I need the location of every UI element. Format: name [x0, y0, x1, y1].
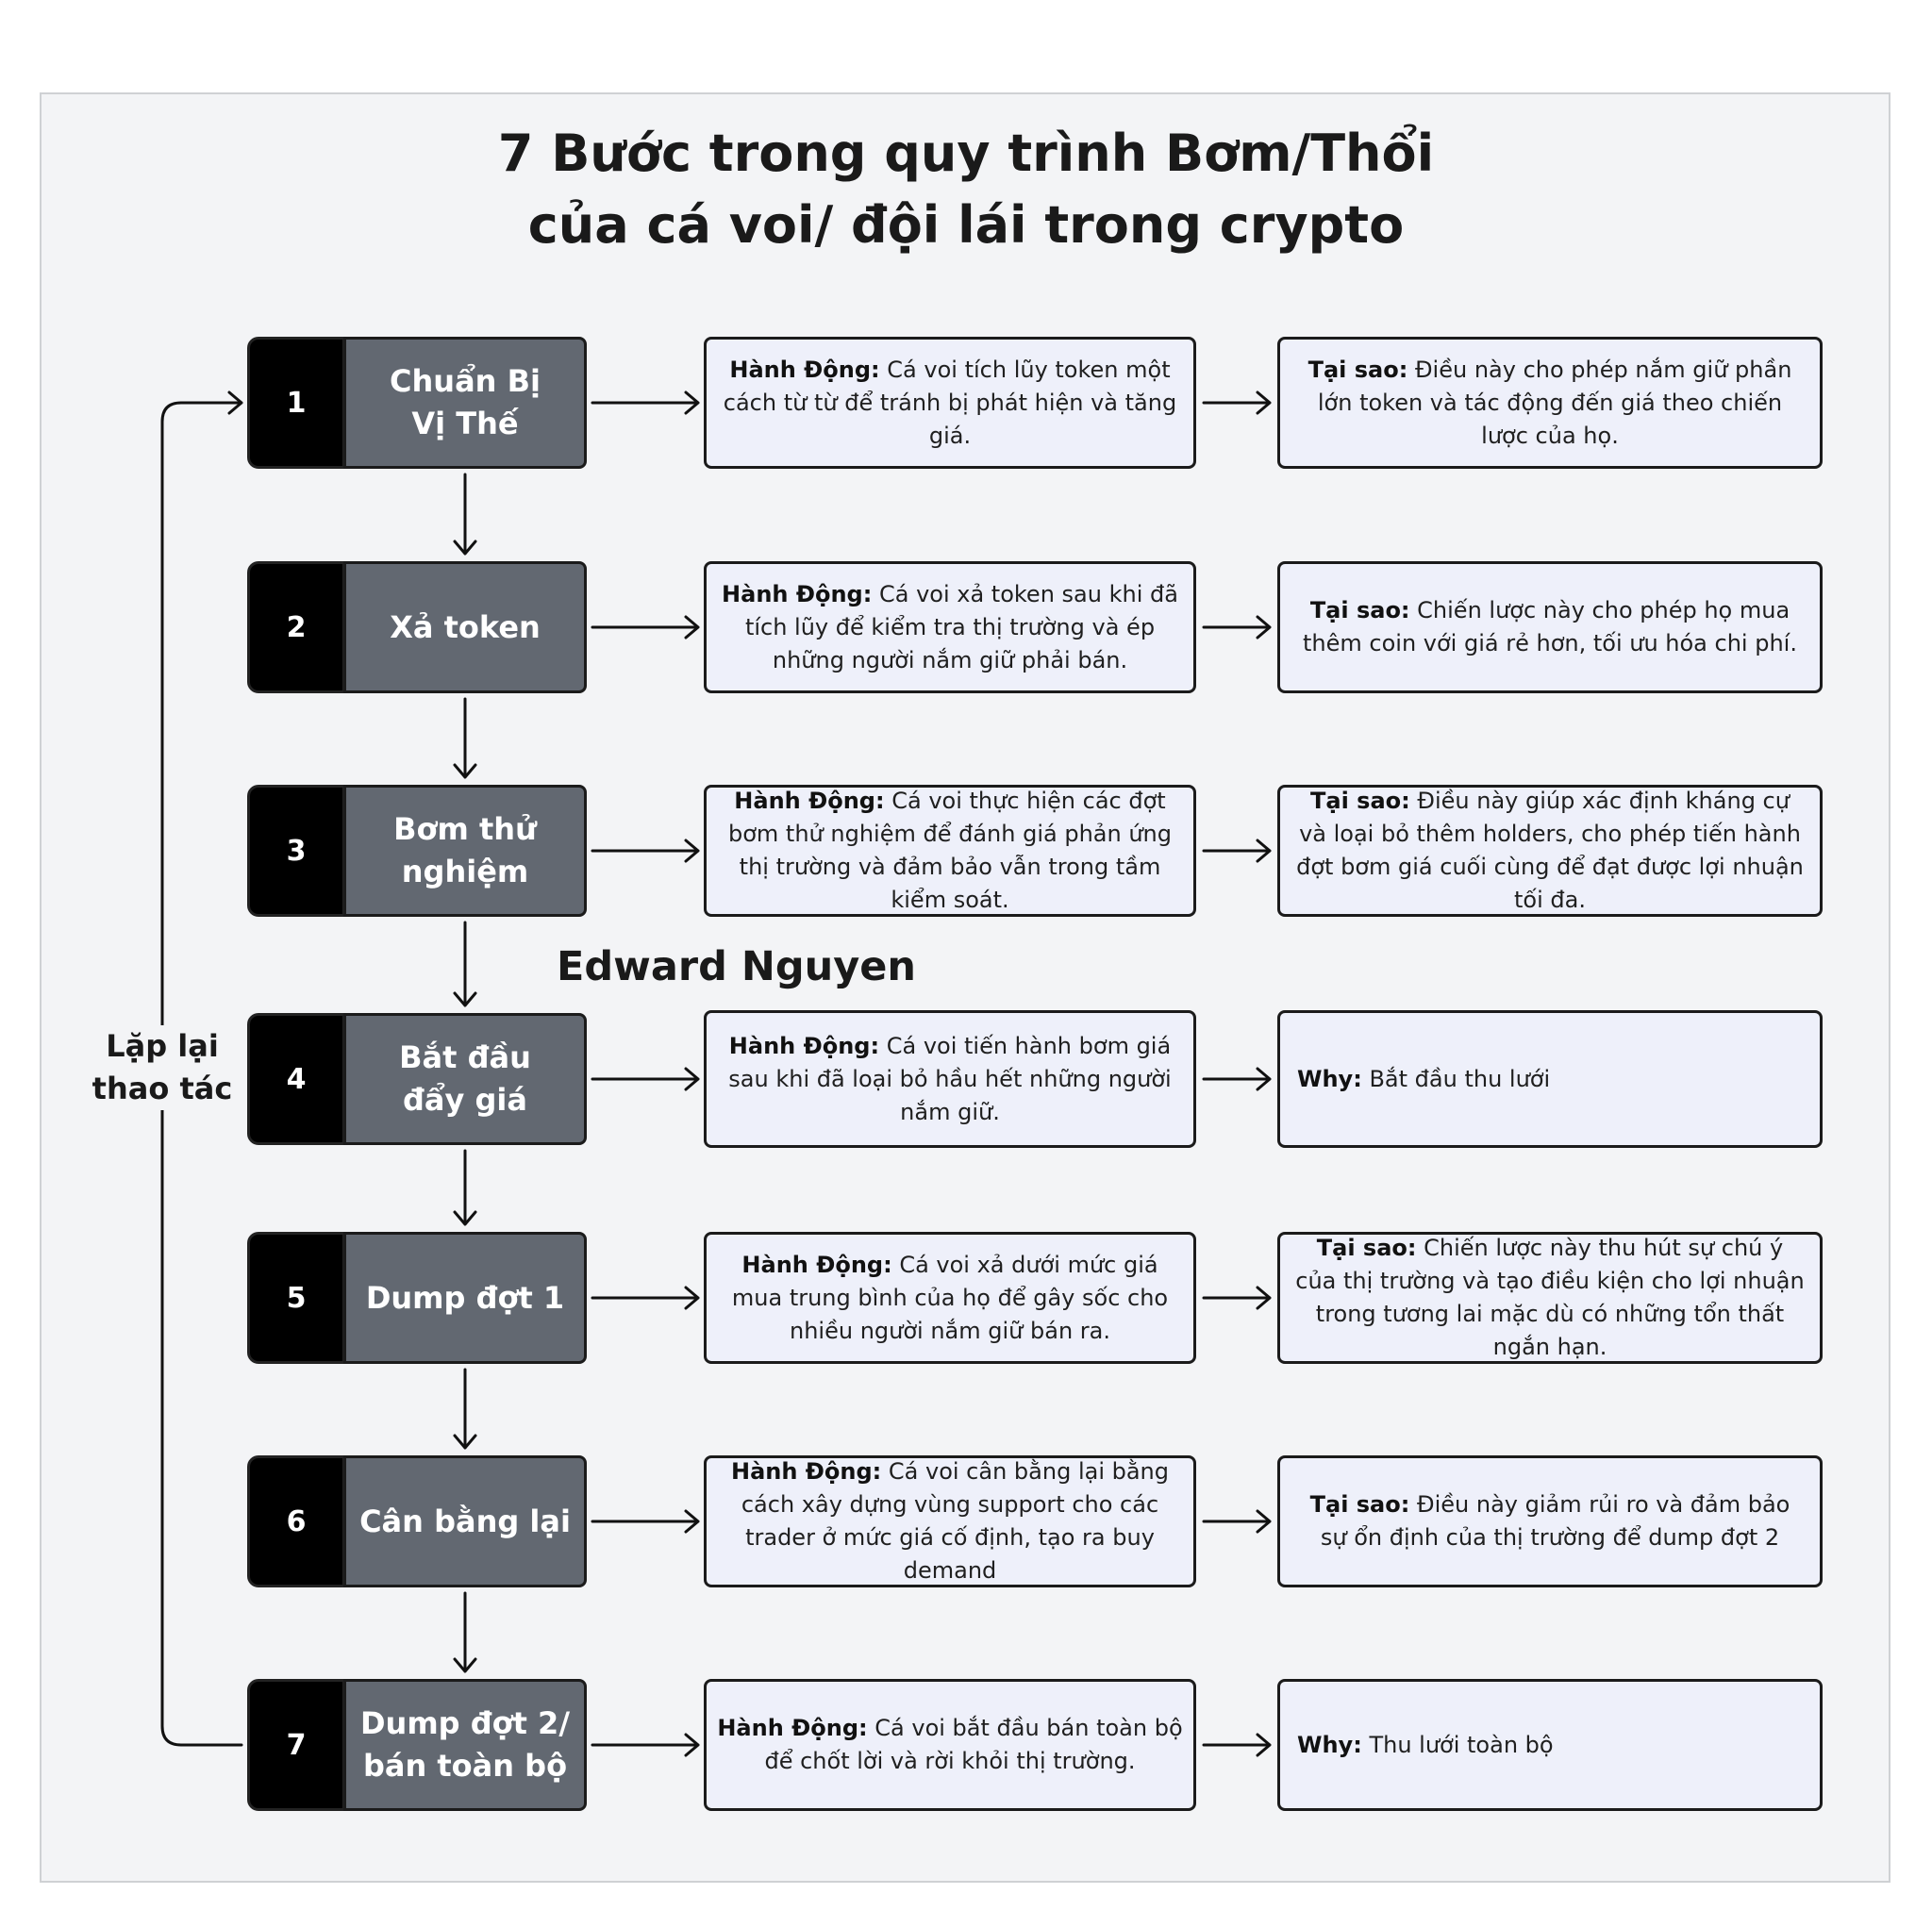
- arrow-step-3-to-action: [591, 839, 700, 863]
- action-label: Hành Động:: [741, 1251, 892, 1278]
- why-text: Điều này cho phép nắm giữ phần lớn token…: [1317, 356, 1792, 449]
- action-text: Cá voi bắt đầu bán toàn bộ để chốt lời v…: [764, 1715, 1183, 1774]
- step-6-name: Cân bằng lại: [343, 1455, 587, 1587]
- step-4-number: 4: [247, 1013, 345, 1145]
- step-7-number: 7: [247, 1679, 345, 1811]
- step-6-number: 6: [247, 1455, 345, 1587]
- why-text: Điều này giảm rủi ro và đảm bảo sự ổn đị…: [1320, 1491, 1790, 1551]
- arrow-step-5-to-action: [591, 1286, 700, 1310]
- arrow-step-2-to-step-3: [453, 697, 477, 779]
- action-label: Hành Động:: [717, 1715, 868, 1741]
- why-text: Điều này giúp xác định kháng cự và loại …: [1296, 788, 1804, 913]
- step-5-why: Tại sao: Chiến lược này thu hút sự chú ý…: [1277, 1232, 1823, 1364]
- title-line-2: của cá voi/ đội lái trong crypto: [527, 195, 1405, 255]
- step-2-why: Tại sao: Chiến lược này cho phép họ mua …: [1277, 561, 1823, 693]
- step-1-number: 1: [247, 337, 345, 469]
- why-text: Chiến lược này thu hút sự chú ý của thị …: [1295, 1235, 1805, 1360]
- step-2-name: Xả token: [343, 561, 587, 693]
- why-label: Why:: [1297, 1731, 1362, 1758]
- title-line-1: 7 Bước trong quy trình Bơm/Thổi: [497, 124, 1435, 183]
- action-text: Cá voi thực hiện các đợt bơm thử nghiệm …: [728, 788, 1172, 913]
- arrow-step-3-to-step-4: [453, 921, 477, 1007]
- why-text: Chiến lược này cho phép họ mua thêm coin…: [1303, 597, 1797, 656]
- step-7-why: Why: Thu lưới toàn bộ: [1277, 1679, 1823, 1811]
- arrow-step-7-to-why: [1202, 1733, 1272, 1757]
- action-label: Hành Động:: [734, 788, 885, 814]
- step-2-action: Hành Động: Cá voi xả token sau khi đã tí…: [704, 561, 1196, 693]
- arrow-step-5-to-why: [1202, 1286, 1272, 1310]
- arrow-step-2-to-why: [1202, 615, 1272, 640]
- step-3-name: Bơm thử nghiệm: [343, 785, 587, 917]
- arrow-step-1-to-why: [1202, 390, 1272, 415]
- step-4-name: Bắt đầu đẩy giá: [343, 1013, 587, 1145]
- action-text: Cá voi xả dưới mức giá mua trung bình củ…: [731, 1251, 1169, 1344]
- why-label: Tại sao:: [1309, 597, 1410, 623]
- step-3-number: 3: [247, 785, 345, 917]
- step-5-name: Dump đợt 1: [343, 1232, 587, 1364]
- action-text: Cá voi tiến hành bơm giá sau khi đã loại…: [728, 1032, 1172, 1125]
- arrow-step-6-to-why: [1202, 1509, 1272, 1534]
- loop-label: Lặp lại thao tác: [89, 1025, 236, 1110]
- step-7-action: Hành Động: Cá voi bắt đầu bán toàn bộ để…: [704, 1679, 1196, 1811]
- arrow-step-4-to-step-5: [453, 1149, 477, 1226]
- arrow-step-2-to-action: [591, 615, 700, 640]
- step-7-name: Dump đợt 2/ bán toàn bộ: [343, 1679, 587, 1811]
- step-1-action: Hành Động: Cá voi tích lũy token một các…: [704, 337, 1196, 469]
- step-3-why: Tại sao: Điều này giúp xác định kháng cự…: [1277, 785, 1823, 917]
- step-1-why: Tại sao: Điều này cho phép nắm giữ phần …: [1277, 337, 1823, 469]
- arrow-step-7-to-action: [591, 1733, 700, 1757]
- step-3-action: Hành Động: Cá voi thực hiện các đợt bơm …: [704, 785, 1196, 917]
- step-5-action: Hành Động: Cá voi xả dưới mức giá mua tr…: [704, 1232, 1196, 1364]
- arrow-step-6-to-action: [591, 1509, 700, 1534]
- step-2-number: 2: [247, 561, 345, 693]
- action-label: Hành Động:: [729, 356, 880, 383]
- step-6-why: Tại sao: Điều này giảm rủi ro và đảm bảo…: [1277, 1455, 1823, 1587]
- arrow-step-1-to-step-2: [453, 473, 477, 556]
- author-name: Edward Nguyen: [557, 943, 917, 990]
- arrow-step-6-to-step-7: [453, 1591, 477, 1673]
- step-4-action: Hành Động: Cá voi tiến hành bơm giá sau …: [704, 1010, 1196, 1148]
- action-text: Cá voi xả token sau khi đã tích lũy để k…: [744, 580, 1178, 673]
- why-text: Bắt đầu thu lưới: [1369, 1065, 1551, 1092]
- why-label: Tại sao:: [1307, 356, 1408, 383]
- step-6-action: Hành Động: Cá voi cân bằng lại bằng cách…: [704, 1455, 1196, 1587]
- why-label: Why:: [1297, 1065, 1362, 1092]
- step-1-name: Chuẩn Bị Vị Thế: [343, 337, 587, 469]
- why-label: Tại sao:: [1310, 788, 1410, 814]
- arrow-step-4-to-action: [591, 1067, 700, 1091]
- action-label: Hành Động:: [728, 1032, 880, 1059]
- why-text: Thu lưới toàn bộ: [1369, 1731, 1554, 1758]
- action-label: Hành Động:: [722, 580, 873, 607]
- why-label: Tại sao:: [1316, 1235, 1417, 1261]
- action-label: Hành Động:: [730, 1458, 882, 1485]
- arrow-step-3-to-why: [1202, 839, 1272, 863]
- step-4-why: Why: Bắt đầu thu lưới: [1277, 1010, 1823, 1148]
- step-5-number: 5: [247, 1232, 345, 1364]
- arrow-step-5-to-step-6: [453, 1368, 477, 1450]
- diagram-title: 7 Bước trong quy trình Bơm/Thổi của cá v…: [400, 118, 1532, 261]
- arrow-step-1-to-action: [591, 390, 700, 415]
- why-label: Tại sao:: [1309, 1491, 1410, 1518]
- arrow-step-4-to-why: [1202, 1067, 1272, 1091]
- action-text: Cá voi tích lũy token một cách từ từ để …: [723, 356, 1177, 449]
- action-text: Cá voi cân bằng lại bằng cách xây dựng v…: [741, 1458, 1169, 1584]
